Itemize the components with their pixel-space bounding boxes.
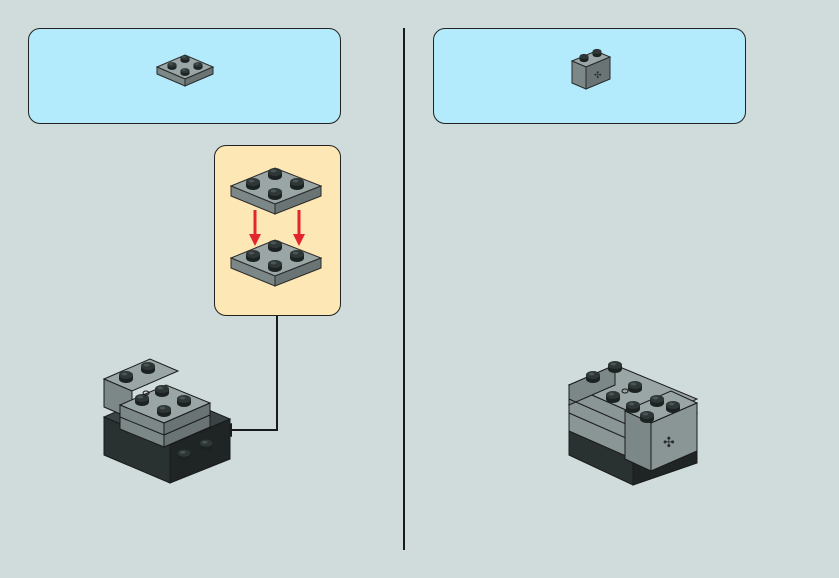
brick-1x2-technic-icon: ✣ (566, 45, 616, 95)
step-panel-right: ✣ ✣ (405, 0, 839, 578)
model-step-right-icon: ✣ (563, 355, 713, 495)
svg-text:✣: ✣ (594, 71, 602, 81)
parts-callout: ✣ (433, 28, 746, 124)
model-step-left-icon (100, 355, 240, 495)
svg-text:✣: ✣ (663, 435, 675, 451)
step-panel-left (0, 0, 404, 578)
